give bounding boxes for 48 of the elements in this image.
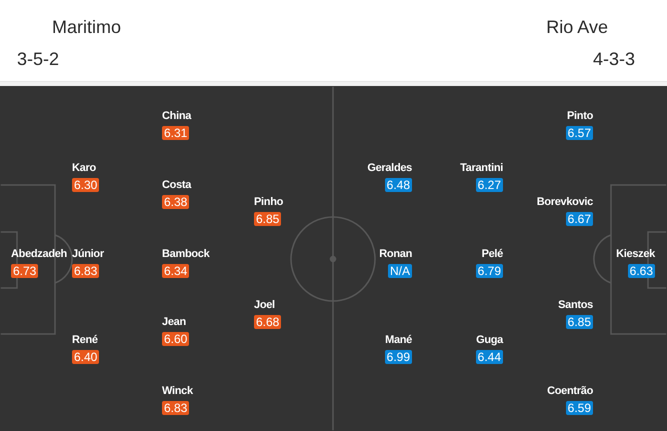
player-name: Pelé [482,248,503,260]
player-name: Geraldes [367,162,412,174]
player-name: René [72,334,98,346]
rating-badge: 6.73 [11,264,38,278]
rating-badge: 6.79 [476,264,503,278]
player-name: Santos [558,298,593,312]
rating-badge: 6.68 [254,314,282,328]
player-name: Costa [162,178,192,192]
rating-badge: 6.85 [566,314,593,328]
player-name: Pinto [567,110,593,122]
player-name: Bambock [162,248,210,260]
rating-badge: 6.40 [72,350,100,364]
team-name: Maritimo [52,16,122,38]
rating-badge: 6.30 [72,178,100,192]
rating-badge: 6.27 [476,178,503,192]
rating-badge: 6.34 [162,264,190,278]
team-name: Rio Ave [546,16,608,38]
rating-badge: 6.67 [566,212,593,226]
rating-badge: 6.48 [384,178,412,192]
player-name: Ronan [379,248,412,260]
rating-badge: 6.60 [162,332,190,346]
player-name: Borevkovic [536,196,593,208]
player-name: Winck [162,384,193,398]
player-name: Karo [72,162,96,174]
player-name: Mané [385,334,412,346]
rating-badge: N/A [388,264,412,278]
player-name: Abedzadeh [11,248,67,260]
rating-badge: 6.44 [476,350,503,364]
rating-badge: 6.59 [566,400,593,414]
rating-badge: 6.63 [628,264,655,278]
player-name: Coentrão [547,384,593,398]
formation: 4-3-3 [592,48,635,70]
formation: 3-5-2 [17,48,60,70]
rating-badge: 6.83 [162,400,190,414]
player-name: Pinho [254,196,284,208]
player-name: Joel [254,298,275,312]
rating-badge: 6.31 [162,126,190,140]
rating-badge: 6.57 [566,126,593,140]
rating-badge: 6.38 [162,194,190,208]
player-name: Tarantini [460,162,503,174]
rating-badge: 6.83 [72,264,100,278]
rating-badge: 6.85 [254,212,282,226]
player-name: Júnior [72,248,104,260]
player-name: China [162,110,192,122]
rating-badge: 6.99 [384,350,412,364]
player-name: Kieszek [616,248,655,260]
player-name: Jean [162,316,186,328]
player-name: Guga [476,334,503,346]
